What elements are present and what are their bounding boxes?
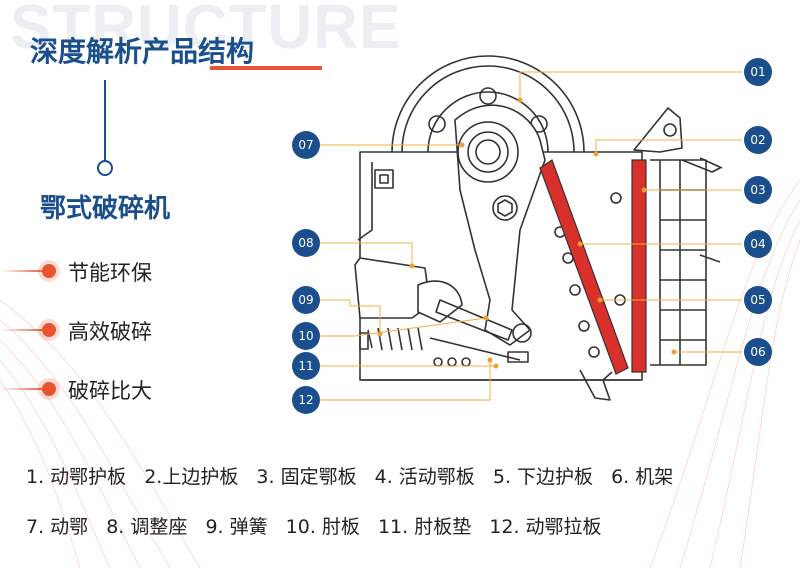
- marker-12: [487, 357, 493, 363]
- legend-item: 12. 动鄂拉板: [489, 516, 602, 538]
- svg-text:05: 05: [750, 293, 765, 307]
- marker-01: [517, 97, 523, 103]
- title-underline: [210, 66, 322, 70]
- legend-item: 5. 下边护板: [492, 466, 594, 488]
- fixed-jaw-plate: [631, 159, 647, 373]
- svg-text:01: 01: [750, 65, 765, 79]
- marker-04: [577, 241, 583, 247]
- svg-text:06: 06: [750, 345, 765, 359]
- callout-04: 04: [744, 230, 772, 258]
- watermark-text: STRUCTURE: [10, 0, 402, 62]
- svg-text:10: 10: [298, 329, 313, 343]
- connector-dot: [97, 160, 113, 176]
- callout-11: 11: [292, 352, 320, 380]
- feature-bullet-icon: [42, 264, 56, 278]
- feature-line: [0, 329, 46, 331]
- svg-text:08: 08: [298, 236, 313, 250]
- feature-label: 破碎比大: [68, 379, 152, 403]
- callout-06: 06: [744, 338, 772, 366]
- legend-item: 6. 机架: [611, 466, 674, 488]
- legend-item: 2.上边护板: [144, 466, 239, 488]
- feature-item: 破碎比大: [0, 374, 210, 404]
- legend-item: 3. 固定鄂板: [256, 466, 357, 488]
- marker-08: [409, 263, 415, 269]
- callout-05: 05: [744, 286, 772, 314]
- moving-jaw-plate: [539, 159, 629, 375]
- legend-item: 11. 肘板垫: [377, 516, 472, 538]
- callout-08: 08: [292, 229, 320, 257]
- svg-text:12: 12: [298, 393, 313, 407]
- feature-bullet-icon: [42, 382, 56, 396]
- svg-text:11: 11: [298, 359, 313, 373]
- callout-01: 01: [744, 58, 772, 86]
- callout-10: 10: [292, 322, 320, 350]
- product-name: 鄂式破碎机: [40, 194, 171, 224]
- callout-03: 03: [744, 176, 772, 204]
- marker-11: [493, 363, 499, 369]
- marker-10: [483, 315, 489, 321]
- feature-item: 节能环保: [0, 256, 210, 286]
- feature-label: 高效破碎: [68, 320, 152, 344]
- legend-item: 4. 活动鄂板: [374, 466, 475, 488]
- feature-line: [0, 270, 46, 272]
- marker-05: [597, 297, 603, 303]
- page-title: 深度解析产品结构: [30, 35, 255, 68]
- machine-drawing: [354, 55, 723, 401]
- marker-03: [641, 187, 647, 193]
- legend-item: 8. 调整座: [106, 516, 188, 538]
- legend-item: 7. 动鄂: [26, 516, 89, 538]
- feature-line: [0, 388, 46, 390]
- callout-02: 02: [744, 126, 772, 154]
- callout-12: 12: [292, 386, 320, 414]
- callout-07: 07: [292, 131, 320, 159]
- leader-markers: [377, 97, 677, 369]
- marker-02: [593, 151, 599, 157]
- legend-item: 9. 弹簧: [205, 516, 268, 538]
- feature-bullet-icon: [42, 323, 56, 337]
- feature-label: 节能环保: [68, 261, 152, 285]
- svg-text:03: 03: [750, 183, 765, 197]
- svg-text:04: 04: [750, 237, 765, 251]
- legend-item: 10. 肘板: [285, 516, 360, 538]
- marker-06: [671, 349, 677, 355]
- svg-text:07: 07: [298, 138, 313, 152]
- callout-09: 09: [292, 286, 320, 314]
- legend-item: 1. 动鄂护板: [26, 466, 127, 488]
- marker-07: [459, 142, 465, 148]
- parts-legend-row-2: 7. 动鄂 8. 调整座 9. 弹簧 10. 肘板 11. 肘板垫 12. 动鄂…: [26, 512, 614, 539]
- leader-lines: [320, 71, 742, 401]
- parts-legend-row-1: 1. 动鄂护板 2.上边护板 3. 固定鄂板 4. 活动鄂板 5. 下边护板 6…: [26, 462, 685, 489]
- svg-text:02: 02: [750, 133, 765, 147]
- feature-item: 高效破碎: [0, 315, 210, 345]
- vertical-connector: [104, 80, 106, 162]
- marker-09: [377, 331, 383, 337]
- svg-text:09: 09: [298, 293, 313, 307]
